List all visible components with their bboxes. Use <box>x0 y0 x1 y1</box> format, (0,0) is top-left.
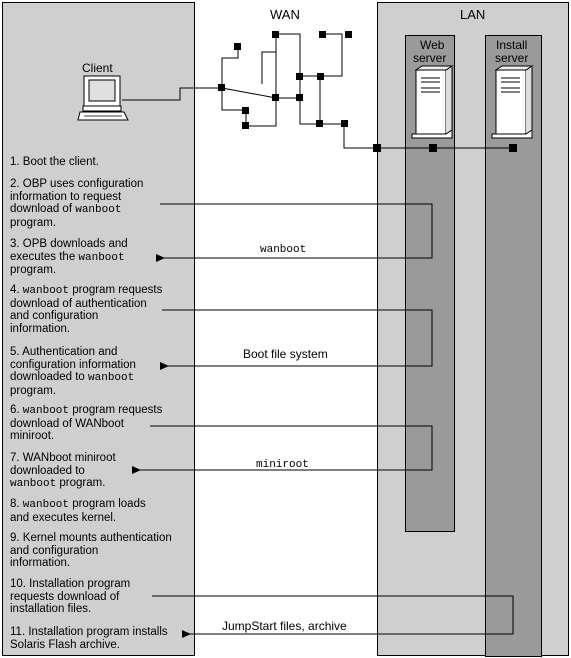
step-7: 7. WANboot miniroot downloaded to wanboo… <box>10 452 116 491</box>
web-server-label-line2: server <box>413 51 447 65</box>
step-text: 7. WANboot miniroot downloaded to <box>10 452 116 477</box>
wan-nodes <box>218 31 517 152</box>
code-term: wanboot <box>22 285 70 297</box>
step-2: 2. OBP uses configuration information to… <box>10 178 143 229</box>
step-text: 2. OBP uses configuration information to… <box>10 178 144 215</box>
step-text: 10. Installation program requests downlo… <box>10 578 131 615</box>
install-server-icon <box>491 65 534 139</box>
step-text: 8. <box>10 498 23 510</box>
flow-label-miniroot: miniroot <box>256 459 309 471</box>
step-text: program. <box>10 216 57 229</box>
step-text: program. <box>10 384 57 397</box>
step-text: 6. <box>10 404 23 416</box>
step-9: 9. Kernel mounts authentication and conf… <box>10 532 172 570</box>
step-text: 9. Kernel mounts authentication and conf… <box>10 532 172 569</box>
step-text: program. <box>56 477 106 489</box>
step-5: 5. Authentication and configuration info… <box>10 346 136 397</box>
step-text: 4. <box>10 284 23 296</box>
step-text: 11. Installation program installs Solari… <box>10 626 168 651</box>
wan-header: WAN <box>270 7 300 22</box>
step-1: 1. Boot the client. <box>10 156 99 169</box>
step-text: program. <box>10 264 57 276</box>
lan-header: LAN <box>460 7 486 22</box>
client-computer-icon <box>77 75 129 121</box>
wan-network <box>122 33 513 149</box>
code-term: wanboot <box>22 499 70 511</box>
step-8: 8. wanboot program loads and executes ke… <box>10 498 146 524</box>
step-text: 3. OPB downloads and executes the <box>10 238 128 263</box>
step-text: program requests download of authenticat… <box>10 284 163 335</box>
install-server-label-line2: server <box>495 51 529 65</box>
code-term: wanboot <box>22 405 70 417</box>
install-server-label-line1: Install <box>496 38 528 52</box>
step-text: 5. Authentication and configuration info… <box>10 346 136 383</box>
flow-label-wanboot: wanboot <box>260 244 307 256</box>
flow-label-boot-file-system: Boot file system <box>243 347 328 361</box>
client-label: Client <box>82 61 113 75</box>
code-term: wanboot <box>75 204 122 216</box>
step-11: 11. Installation program installs Solari… <box>10 626 168 651</box>
code-term: wanboot <box>10 478 57 490</box>
step-text: program loads and executes kernel. <box>10 498 146 524</box>
step-text: program requests download of WANboot min… <box>10 404 163 442</box>
flow-label-jumpstart: JumpStart files, archive <box>222 619 347 633</box>
code-term: wanboot <box>78 251 125 264</box>
step-text: 1. Boot the client. <box>10 156 99 168</box>
web-server-icon <box>411 65 454 139</box>
web-server-label-line1: Web <box>420 38 445 52</box>
step-3: 3. OPB downloads and executes the wanboo… <box>10 238 128 277</box>
install-server-column <box>485 35 542 657</box>
step-10: 10. Installation program requests downlo… <box>10 578 130 616</box>
step-4: 4. wanboot program requests download of … <box>10 284 162 335</box>
flow-arrows <box>132 203 514 638</box>
step-6: 6. wanboot program requests download of … <box>10 404 162 443</box>
code-term: wanboot <box>88 372 135 384</box>
